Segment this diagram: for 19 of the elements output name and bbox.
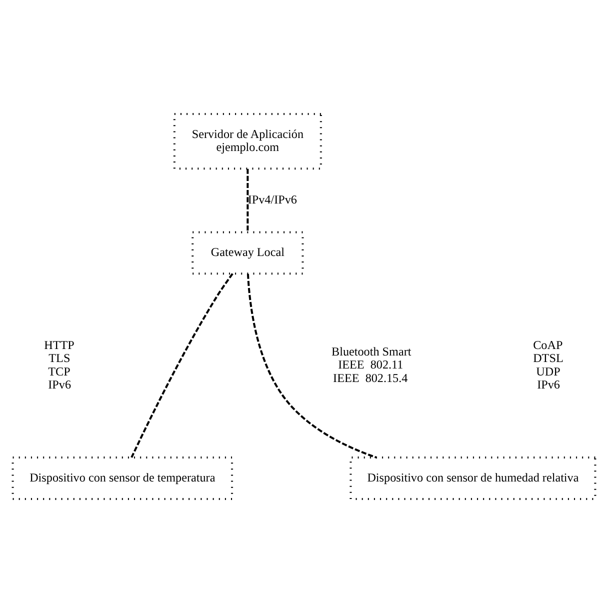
- connector: [246, 274, 377, 458]
- label: IPv6: [537, 377, 560, 392]
- node-box: Dispositivo con sensor de temperatura: [12, 456, 234, 500]
- node-box: Dispositivo con sensor de humedad relativa: [350, 456, 596, 500]
- node-box: Servidor de Aplicación ejemplo.com: [173, 113, 322, 170]
- connector: [246, 168, 249, 232]
- label: UDP: [536, 364, 560, 378]
- edge-label: IPv4/IPv6: [248, 192, 297, 207]
- label: CoAP: [533, 338, 563, 352]
- label: DTSL: [533, 351, 564, 366]
- node-box: Gateway Local: [192, 231, 304, 275]
- label: IEEE 802.11: [338, 358, 404, 372]
- label: HTTP: [44, 338, 74, 352]
- label: Bluetooth Smart: [332, 344, 412, 359]
- label: TLS: [48, 351, 70, 366]
- label: IPv6: [48, 377, 72, 392]
- label: TCP: [48, 364, 70, 378]
- connector: [130, 273, 234, 458]
- label: IEEE 802.15.4: [333, 370, 408, 385]
